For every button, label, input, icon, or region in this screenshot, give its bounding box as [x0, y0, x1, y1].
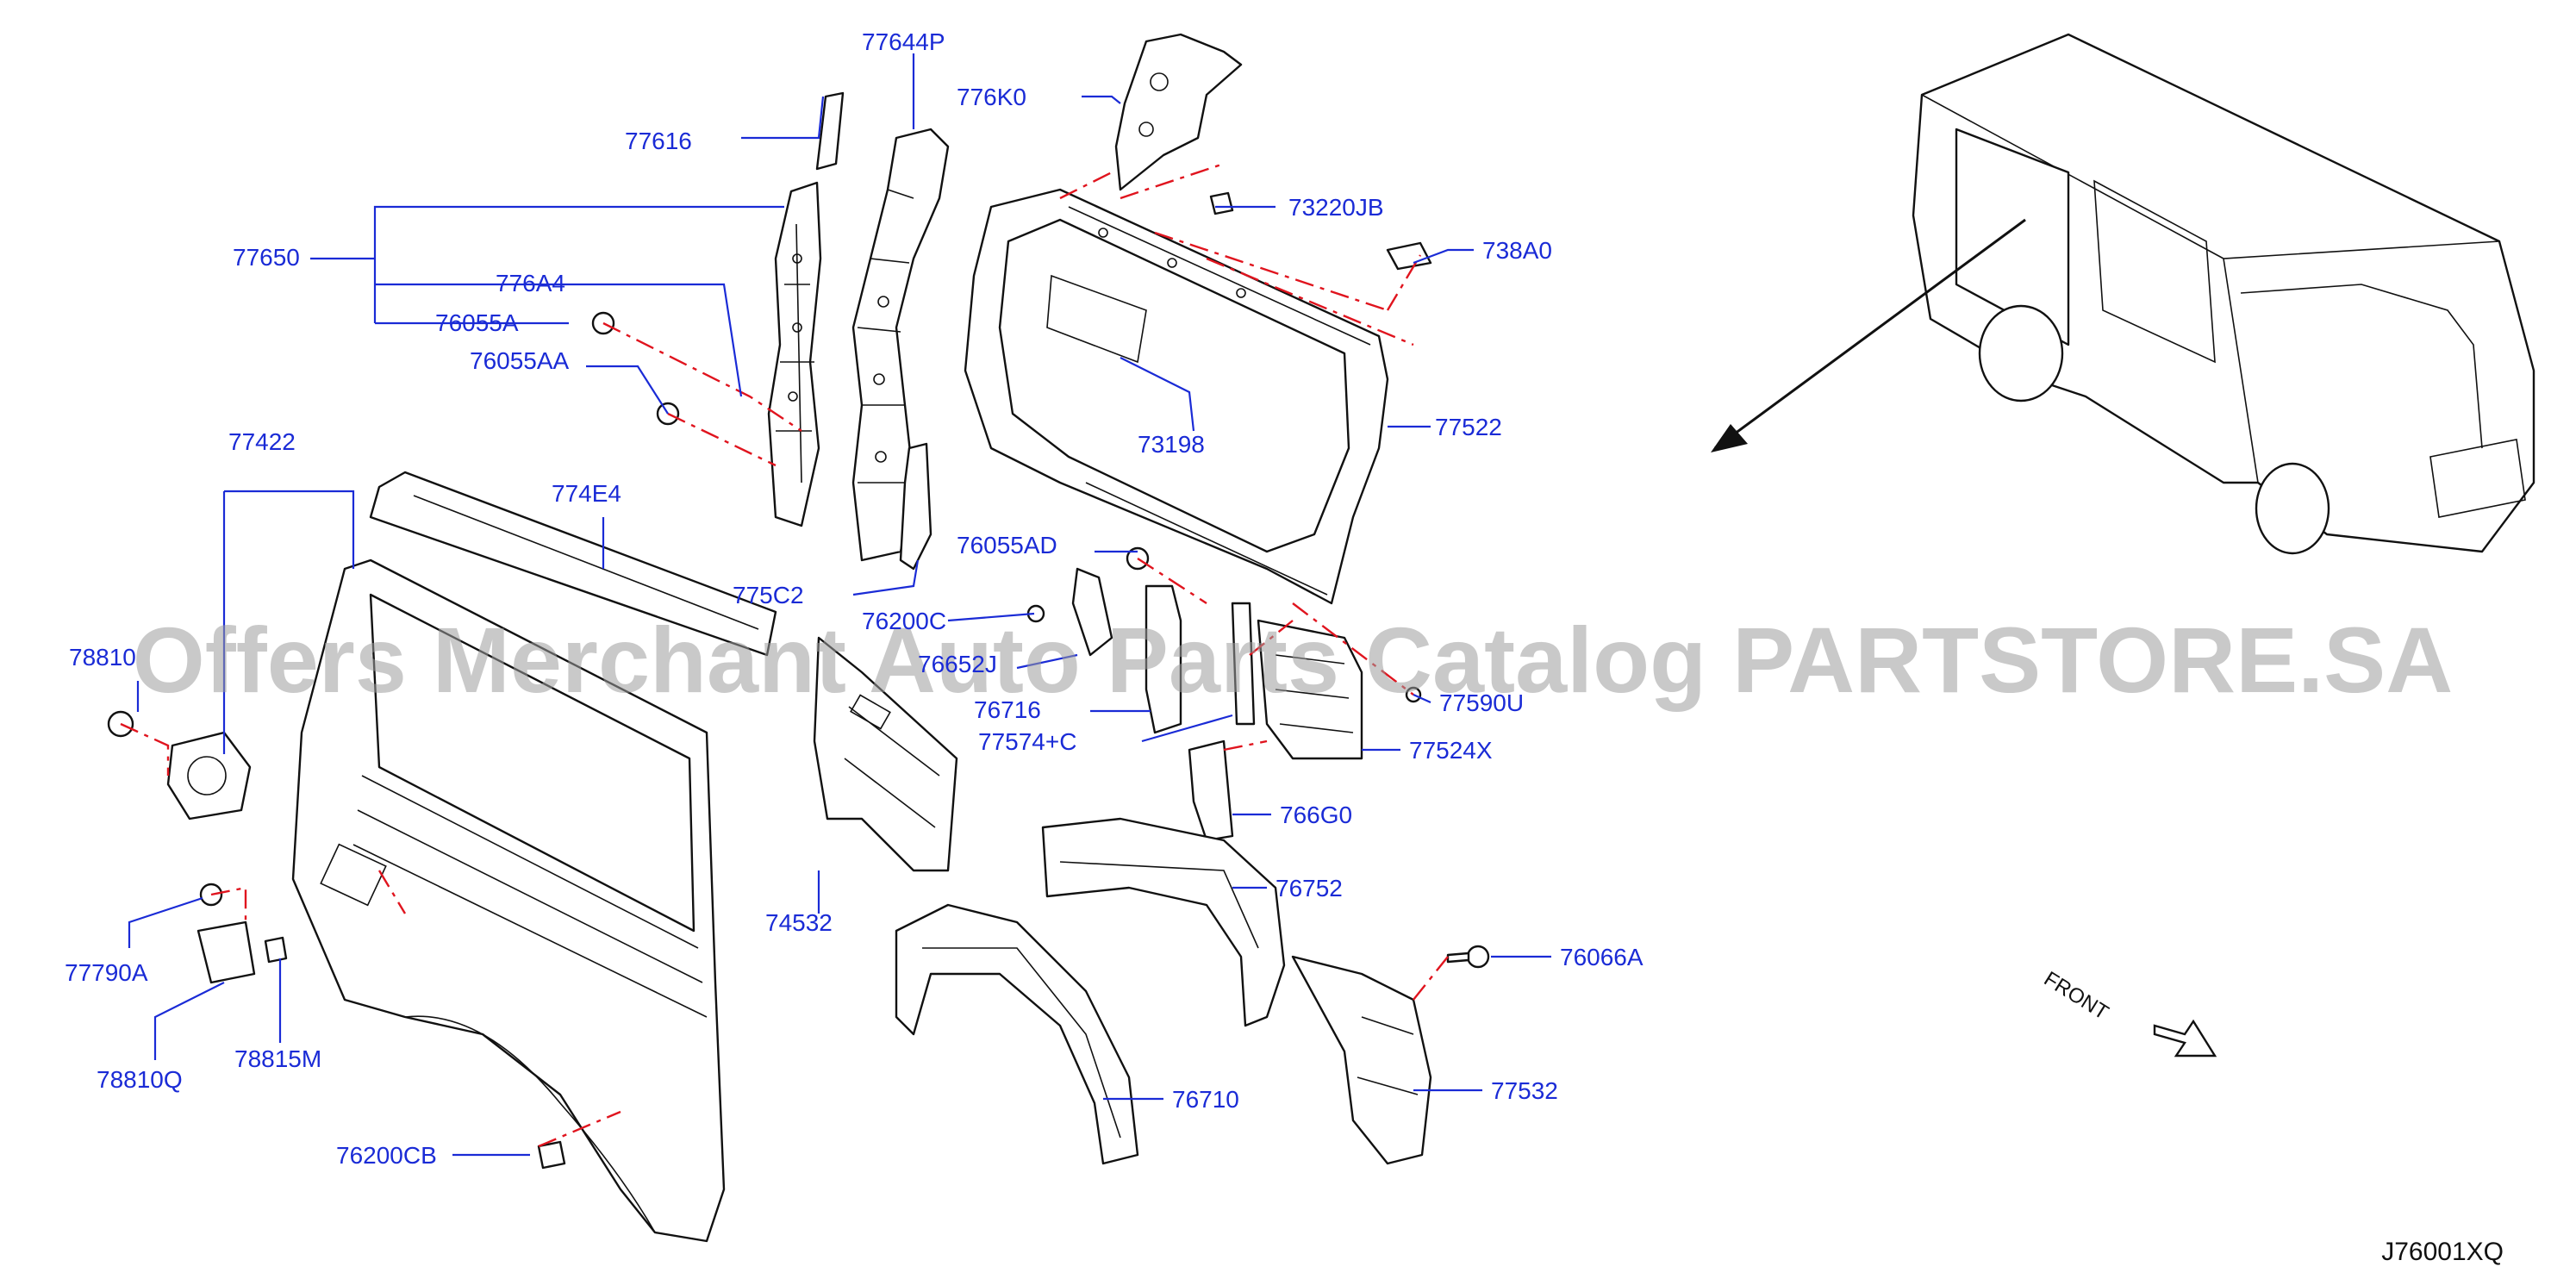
callout-label: 76752 — [1276, 875, 1343, 902]
callout-label: 776K0 — [957, 84, 1026, 110]
part-77524x-lower-panel — [1257, 619, 1363, 760]
part-77616-pillar-strip — [815, 91, 845, 171]
part-77644p-rear-pillar — [851, 128, 950, 562]
part-774e4-roof-rail — [369, 471, 777, 657]
front-direction-arrow — [2153, 1019, 2217, 1058]
front-direction-label: FRONT — [2040, 967, 2113, 1025]
callout-label: 77616 — [625, 128, 692, 154]
callout-label: 77644P — [862, 28, 945, 55]
callout-label: 774E4 — [552, 480, 621, 507]
part-77422-side-panel — [291, 558, 726, 1243]
callout-label: 76055A — [435, 309, 519, 336]
callout-label: 738A0 — [1482, 237, 1552, 264]
callout-label: 74532 — [765, 909, 833, 936]
callout-label: 78810 — [69, 644, 136, 671]
part-76716-brace — [1145, 584, 1182, 734]
callout-label: 76716 — [974, 696, 1041, 723]
part-76752-wheel-house-outer — [1041, 817, 1286, 1027]
diagram-code: J76001XQ — [2381, 1238, 2504, 1266]
part-78815m-hinge — [264, 936, 288, 964]
locator-arrow — [1711, 218, 2026, 452]
callout-label: 76200CB — [336, 1142, 437, 1169]
part-78810q-fuel-lid — [196, 920, 256, 984]
callout-label: 76200C — [862, 608, 946, 634]
part-76710-wheel-house-inner — [895, 903, 1139, 1165]
part-76200cb-grommet — [537, 1140, 566, 1170]
callout-labels: 77644P 776K0 77616 73220JB 738A0 77650 7… — [65, 28, 1644, 1169]
part-738a0-bracket — [1386, 241, 1432, 271]
callout-label: 77790A — [65, 959, 148, 986]
callout-label: 766G0 — [1280, 802, 1352, 828]
part-73220jb-clip — [1209, 191, 1234, 215]
callout-label: 76710 — [1172, 1086, 1239, 1113]
callout-label: 76652J — [918, 651, 997, 677]
callout-label: 775C2 — [733, 582, 804, 608]
part-76066a-bolt — [1446, 945, 1490, 969]
callout-label: 77590U — [1439, 689, 1524, 716]
callout-label: 76066A — [1560, 944, 1644, 970]
callout-label: 776A4 — [496, 270, 565, 296]
part-77532-corner-panel — [1291, 955, 1432, 1165]
assembly-lines — [120, 162, 1449, 1148]
part-776a4-pillar-reinforcement — [767, 181, 822, 527]
callout-label: 77422 — [228, 428, 296, 455]
part-77574c-bracket — [1231, 602, 1256, 726]
part-776k0-gusset — [1114, 33, 1243, 191]
van-locator-illustration — [1912, 33, 2535, 555]
callout-label: 77522 — [1435, 414, 1502, 440]
callout-label: 77574+C — [978, 728, 1076, 755]
leader-lines — [128, 53, 1551, 1157]
callout-label: 77650 — [233, 244, 300, 271]
callout-label: 76055AD — [957, 532, 1057, 558]
callout-label: 78810Q — [97, 1066, 183, 1093]
part-76652j-bracket — [1071, 567, 1113, 657]
callout-label: 76055AA — [470, 347, 570, 374]
watermark-text: Offers Merchant Auto Parts Catalog PARTS… — [133, 608, 2453, 712]
part-766g0-bracket — [1188, 739, 1234, 842]
part-77522-back-door-frame — [964, 188, 1389, 605]
callout-label: 73198 — [1138, 431, 1205, 458]
callout-label: 73220JB — [1288, 194, 1384, 221]
callout-label: 77524X — [1409, 737, 1493, 764]
callout-label: 77532 — [1491, 1077, 1558, 1104]
part-775c2-bracket — [899, 442, 932, 571]
callout-label: 78815M — [234, 1045, 321, 1072]
part-74532-inner-panel — [813, 636, 958, 872]
